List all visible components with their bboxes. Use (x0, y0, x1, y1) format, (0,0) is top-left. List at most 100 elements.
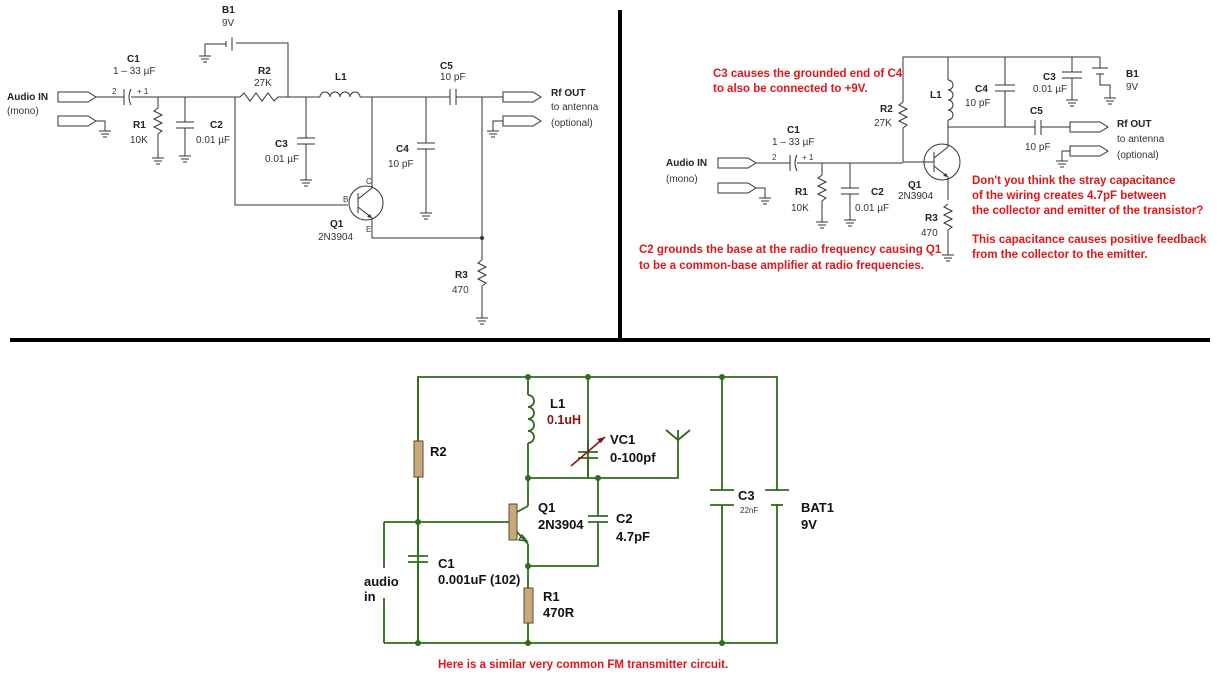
right-l1-inductor (947, 79, 954, 121)
ground-icon (152, 157, 164, 165)
svg-text:27K: 27K (254, 78, 272, 89)
svg-text:9V: 9V (801, 517, 817, 532)
svg-text:0-100pf: 0-100pf (610, 450, 656, 465)
bottom-caption: Here is a similar very common FM transmi… (438, 659, 728, 671)
svg-text:0.01 µF: 0.01 µF (196, 135, 230, 146)
ground-icon (179, 155, 191, 163)
svg-text:4.7pF: 4.7pF (616, 529, 650, 544)
svg-text:R3: R3 (925, 213, 938, 224)
svg-text:10K: 10K (791, 203, 809, 214)
svg-text:C1: C1 (438, 556, 455, 571)
svg-text:0.01 µF: 0.01 µF (265, 154, 299, 165)
ground-icon (1066, 99, 1078, 107)
ground-icon (816, 221, 828, 229)
rf-out-connector-2 (502, 115, 542, 127)
svg-text:2: 2 (112, 87, 117, 96)
svg-text:L1: L1 (930, 90, 942, 101)
ground-icon (487, 130, 499, 138)
svg-text:C2: C2 (871, 187, 884, 198)
ground-icon (1056, 160, 1068, 168)
svg-text:R2: R2 (430, 444, 447, 459)
svg-text:(optional): (optional) (551, 118, 593, 129)
audio-in-connector-1 (57, 91, 97, 103)
svg-text:L1: L1 (335, 72, 347, 83)
svg-text:audio: audio (364, 574, 399, 589)
svg-text:0.001uF (102): 0.001uF (102) (438, 572, 520, 587)
svg-text:C2: C2 (210, 120, 223, 131)
svg-text:R1: R1 (133, 120, 146, 131)
svg-text:of the wiring creates 4.7pF be: of the wiring creates 4.7pF between (972, 190, 1166, 202)
svg-text:in: in (364, 589, 376, 604)
svg-text:R1: R1 (795, 187, 808, 198)
svg-text:B: B (343, 195, 348, 204)
svg-text:+ 1: + 1 (137, 87, 149, 96)
note-c3-line2: to also be connected to +9V. (713, 83, 868, 95)
svg-text:Q1: Q1 (538, 500, 555, 515)
svg-text:to antenna: to antenna (551, 102, 599, 113)
svg-text:1 – 33 µF: 1 – 33 µF (772, 137, 814, 148)
svg-text:B1: B1 (222, 5, 235, 16)
ground-icon (844, 219, 856, 227)
svg-text:Q1: Q1 (908, 180, 922, 191)
left-audio-in-label: Audio IN (7, 92, 48, 103)
svg-text:(mono): (mono) (666, 174, 698, 185)
antenna-icon (665, 429, 691, 441)
ground-icon (1104, 97, 1116, 105)
svg-text:C5: C5 (1030, 106, 1043, 117)
svg-text:B1: B1 (1126, 69, 1139, 80)
svg-text:C4: C4 (975, 84, 988, 95)
right-schematic: C3 causes the grounded end of C4 to also… (639, 56, 1207, 272)
svg-text:C3: C3 (738, 488, 755, 503)
svg-text:2N3904: 2N3904 (898, 191, 933, 202)
svg-text:10 pF: 10 pF (1025, 142, 1051, 153)
svg-text:2: 2 (772, 153, 777, 162)
bottom-schematic: L1 0.1uH VC1 0-100pf C2 4.7pF Q1 2N3904 … (364, 374, 834, 671)
left-r2-resistor (239, 92, 279, 102)
svg-text:R2: R2 (880, 104, 893, 115)
svg-text:Audio IN: Audio IN (666, 158, 707, 169)
left-q1-transistor (348, 185, 384, 221)
left-c1-value: 1 – 33 µF (113, 66, 155, 77)
svg-text:22nF: 22nF (740, 506, 758, 515)
audio-in-connector-2 (57, 115, 97, 127)
svg-text:(optional): (optional) (1117, 150, 1159, 161)
ground-icon (759, 197, 771, 205)
svg-text:the collector and emitter of t: the collector and emitter of the transis… (972, 205, 1203, 217)
svg-text:Q1: Q1 (330, 219, 344, 230)
left-l1-inductor (319, 91, 361, 98)
svg-text:L1: L1 (550, 396, 565, 411)
svg-text:from the collector to the emit: from the collector to the emitter. (972, 249, 1148, 261)
svg-text:R3: R3 (455, 270, 468, 281)
ground-icon (476, 317, 488, 325)
svg-text:C: C (366, 177, 372, 186)
svg-text:Rf OUT: Rf OUT (1117, 119, 1151, 130)
svg-text:to antenna: to antenna (1117, 134, 1165, 145)
svg-text:Don't you think the stray capa: Don't you think the stray capacitance (972, 175, 1175, 187)
svg-text:10K: 10K (130, 135, 148, 146)
svg-text:to be a common-base amplifier: to be a common-base amplifier at radio f… (639, 260, 924, 272)
svg-text:C3: C3 (1043, 72, 1056, 83)
svg-text:470: 470 (921, 228, 938, 239)
svg-text:0.01 µF: 0.01 µF (1033, 84, 1067, 95)
svg-text:10 pF: 10 pF (965, 98, 991, 109)
svg-text:C5: C5 (440, 61, 453, 72)
left-r1-resistor (152, 107, 164, 135)
svg-text:27K: 27K (874, 118, 892, 129)
svg-text:C2 grounds the base at the rad: C2 grounds the base at the radio frequen… (639, 244, 942, 256)
svg-text:2N3904: 2N3904 (318, 232, 353, 243)
svg-text:R1: R1 (543, 589, 560, 604)
svg-text:R2: R2 (258, 66, 271, 77)
bottom-l1-inductor (527, 394, 535, 444)
ground-icon (99, 130, 111, 138)
svg-text:This capacitance causes positi: This capacitance causes positive feedbac… (972, 234, 1207, 246)
svg-text:E: E (366, 225, 371, 234)
svg-text:C2: C2 (616, 511, 633, 526)
ground-icon (942, 254, 954, 262)
svg-text:+ 1: + 1 (802, 153, 814, 162)
svg-text:0.01 µF: 0.01 µF (855, 203, 889, 214)
svg-text:C1: C1 (787, 125, 800, 136)
left-c1-name: C1 (127, 54, 140, 65)
svg-text:VC1: VC1 (610, 432, 635, 447)
rf-out-connector-1 (502, 91, 542, 103)
svg-text:470: 470 (452, 285, 469, 296)
